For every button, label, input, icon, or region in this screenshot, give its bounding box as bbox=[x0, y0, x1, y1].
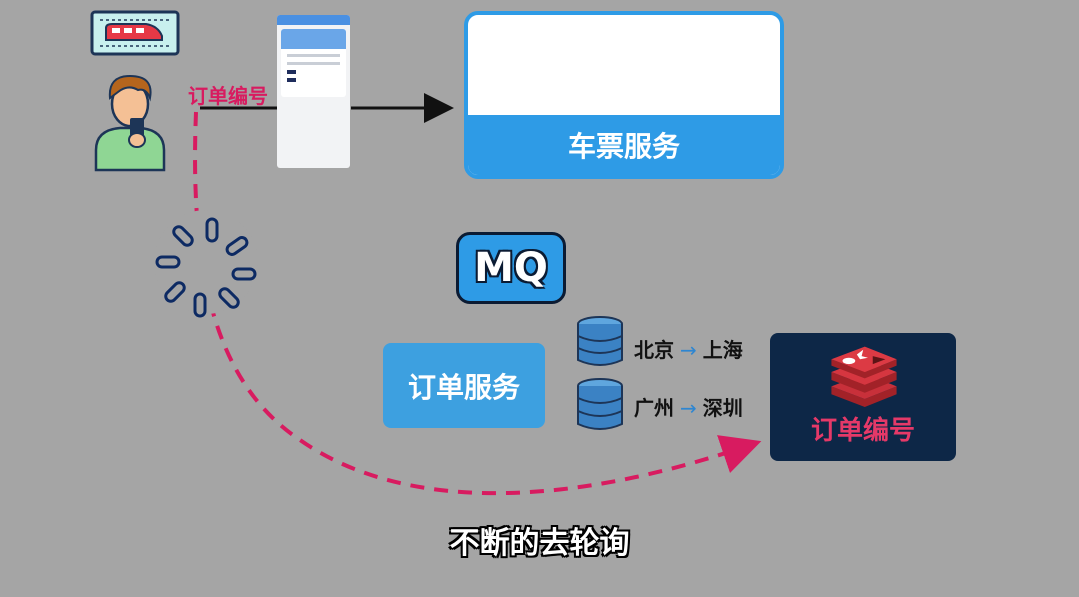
order-number-label: 订单编号 bbox=[188, 84, 268, 108]
database-icon-1 bbox=[577, 316, 623, 366]
redis-order-store-box: 订单编号 bbox=[770, 333, 956, 461]
phone-ticket-card bbox=[281, 29, 346, 97]
route-destination: 上海 bbox=[702, 338, 743, 362]
route-origin: 北京 bbox=[634, 338, 674, 362]
subtitle-caption: 不断的去轮询 bbox=[449, 526, 630, 561]
phone-card-line bbox=[287, 54, 340, 57]
phone-card-marker bbox=[287, 70, 296, 74]
route-arrow-icon: → bbox=[680, 396, 697, 420]
order-service-box: 订单服务 bbox=[383, 343, 545, 428]
mq-box: MQ bbox=[456, 232, 566, 304]
phone-status-bar bbox=[277, 15, 350, 25]
route-arrow-icon: → bbox=[680, 338, 697, 362]
train-ticket-icon bbox=[90, 10, 180, 56]
database-route-2: 广州→深圳 bbox=[634, 392, 743, 421]
ticket-service-label: 车票服务 bbox=[468, 115, 780, 175]
user-avatar-icon bbox=[94, 74, 166, 172]
route-origin: 广州 bbox=[634, 396, 674, 420]
ticket-service-box: 车票服务 bbox=[464, 11, 784, 179]
route-destination: 深圳 bbox=[702, 396, 743, 420]
phone-card-header bbox=[281, 29, 346, 49]
loading-spinner-icon bbox=[154, 210, 258, 318]
redis-order-number-label: 订单编号 bbox=[810, 416, 915, 446]
phone-screen bbox=[277, 15, 350, 168]
phone-card-line bbox=[287, 62, 340, 65]
polling-dashed-curve bbox=[193, 111, 762, 496]
database-route-1: 北京→上海 bbox=[634, 334, 743, 363]
database-icon-2 bbox=[577, 378, 623, 430]
phone-card-marker bbox=[287, 78, 296, 82]
redis-logo-icon bbox=[831, 346, 897, 407]
